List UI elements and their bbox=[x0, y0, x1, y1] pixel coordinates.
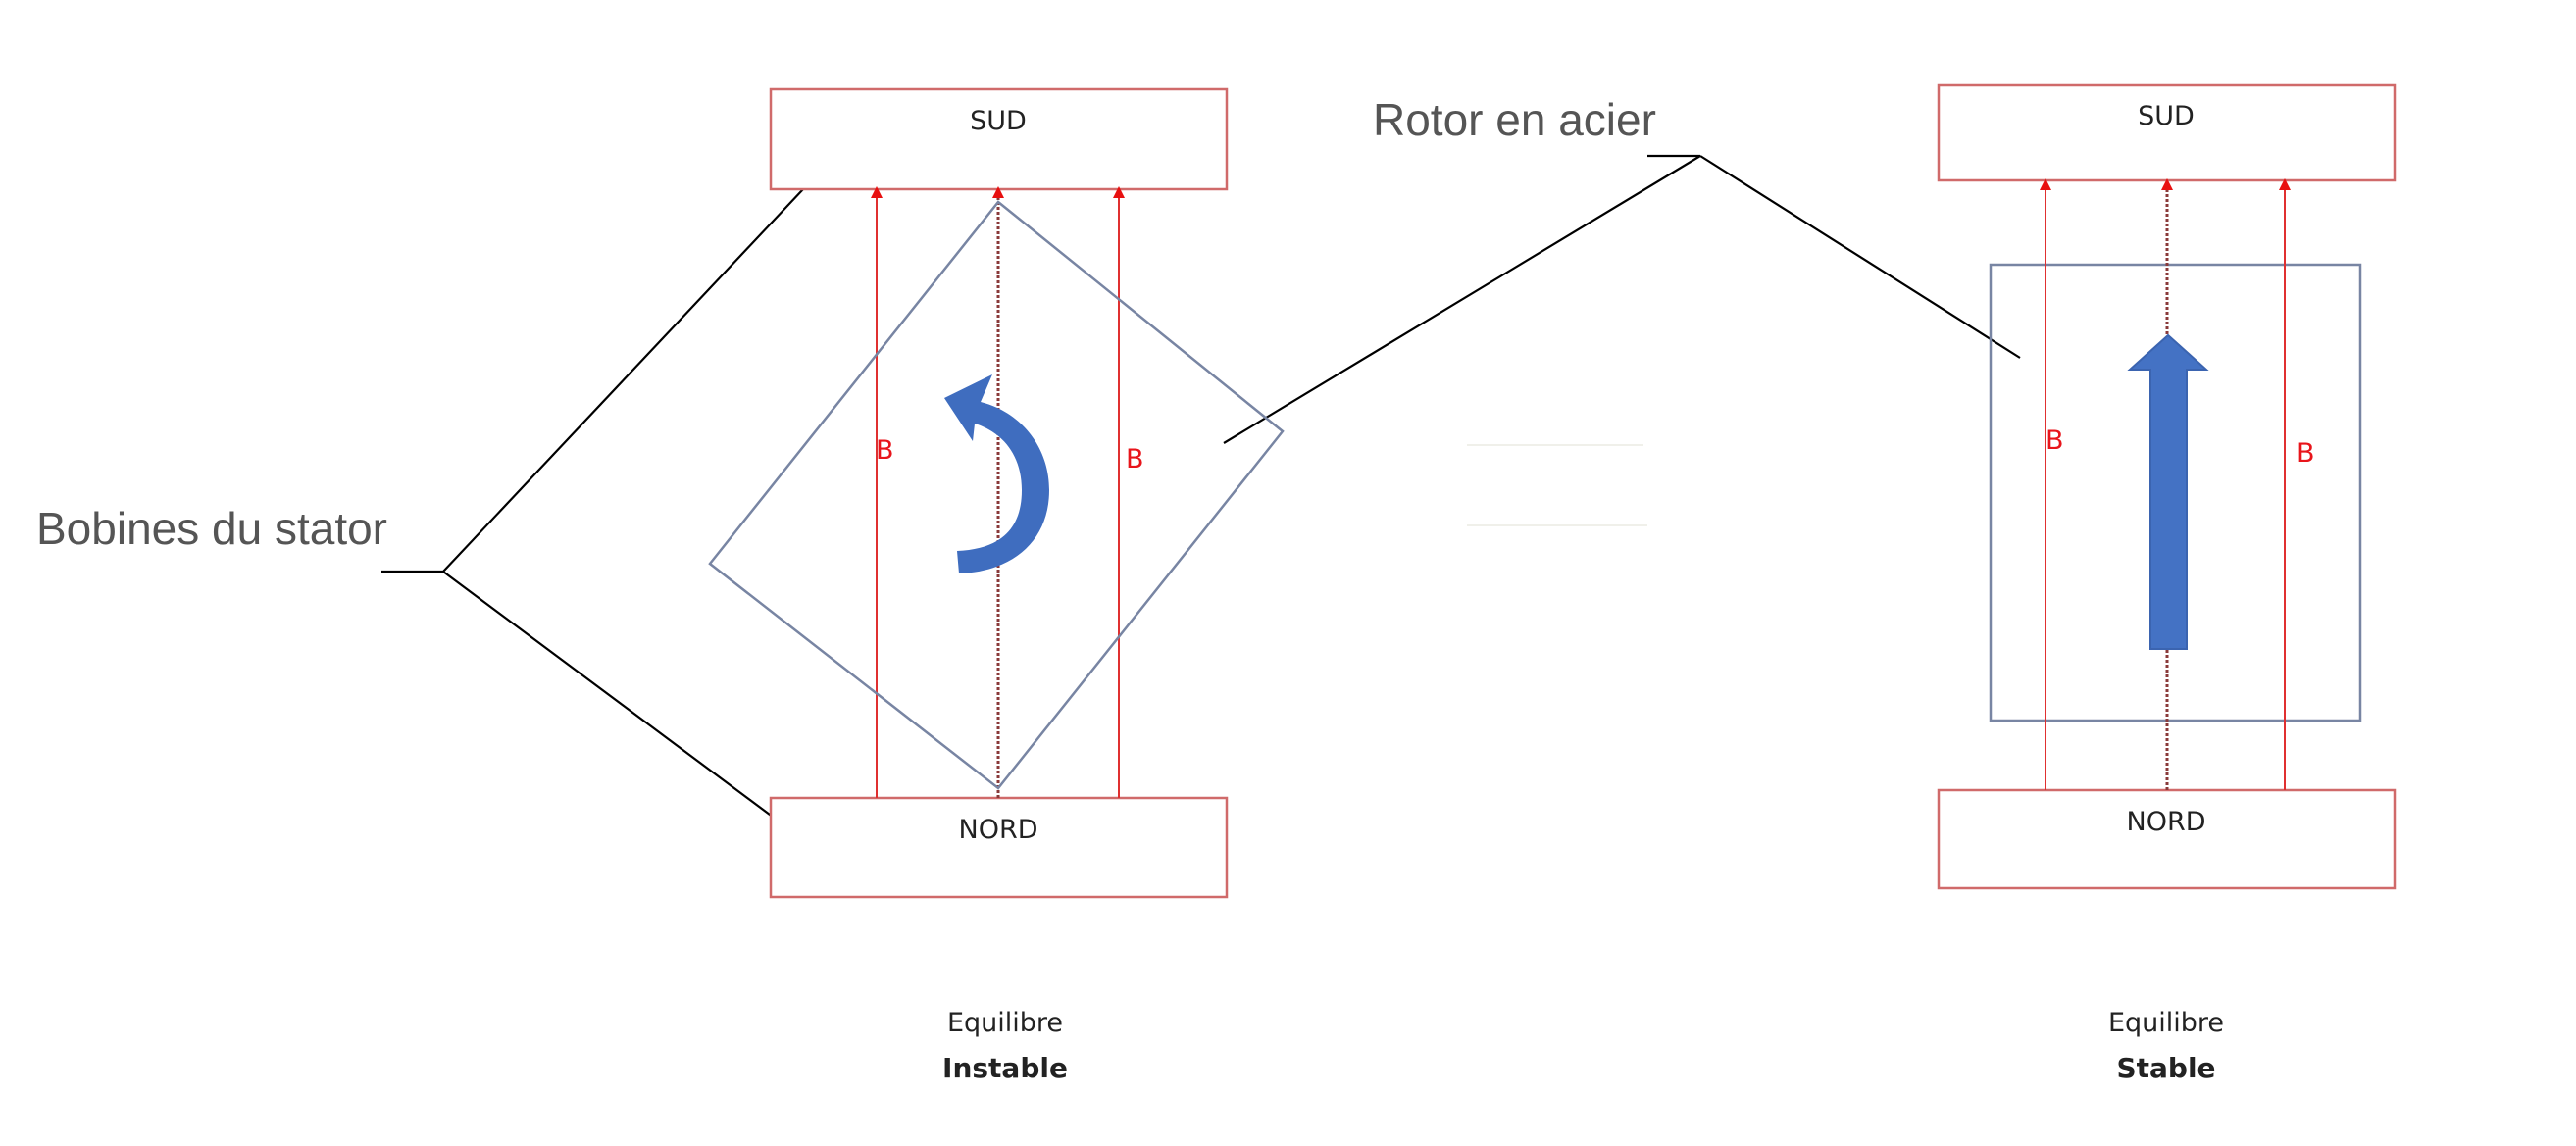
field-arrowhead bbox=[1113, 186, 1125, 198]
caption-line2: Stable bbox=[2116, 1052, 2215, 1084]
south-pole-label: SUD bbox=[2138, 101, 2195, 131]
north-pole bbox=[1937, 788, 2397, 890]
caption-line1: Equilibre bbox=[947, 1008, 1063, 1038]
caption-line1: Equilibre bbox=[2108, 1008, 2224, 1038]
field-arrowhead bbox=[2040, 178, 2051, 190]
rotor-direction-arrow-icon bbox=[2127, 333, 2209, 650]
stable-panel: SUD NORD B B Equilibre Stable bbox=[1937, 83, 2397, 1084]
field-arrowhead bbox=[2161, 178, 2173, 190]
south-pole-label: SUD bbox=[970, 106, 1027, 136]
stator-coils-leader bbox=[381, 155, 835, 850]
field-label-b: B bbox=[2297, 438, 2315, 469]
caption-line2: Instable bbox=[942, 1052, 1068, 1084]
south-pole bbox=[769, 87, 1229, 191]
field-label-b: B bbox=[2046, 425, 2064, 456]
north-pole bbox=[769, 796, 1229, 899]
steel-rotor-label: Rotor en acier bbox=[1373, 94, 1656, 145]
north-pole-label: NORD bbox=[2127, 807, 2206, 837]
rotor-aligned bbox=[1989, 263, 2362, 722]
field-label-b: B bbox=[876, 435, 894, 466]
rotor-tilted bbox=[708, 200, 1285, 790]
stator-coils-label: Bobines du stator bbox=[36, 503, 387, 554]
steel-rotor-leader bbox=[1223, 154, 2021, 444]
field-label-b: B bbox=[1126, 444, 1144, 474]
field-arrowhead bbox=[871, 186, 883, 198]
rotation-arrow-icon bbox=[944, 374, 1049, 573]
unstable-panel: SUD NORD B B Equilibre Instable bbox=[708, 87, 1285, 1084]
field-arrowhead bbox=[2279, 178, 2291, 190]
north-pole-label: NORD bbox=[959, 815, 1038, 845]
south-pole bbox=[1937, 83, 2397, 182]
field-arrowhead bbox=[992, 186, 1004, 198]
